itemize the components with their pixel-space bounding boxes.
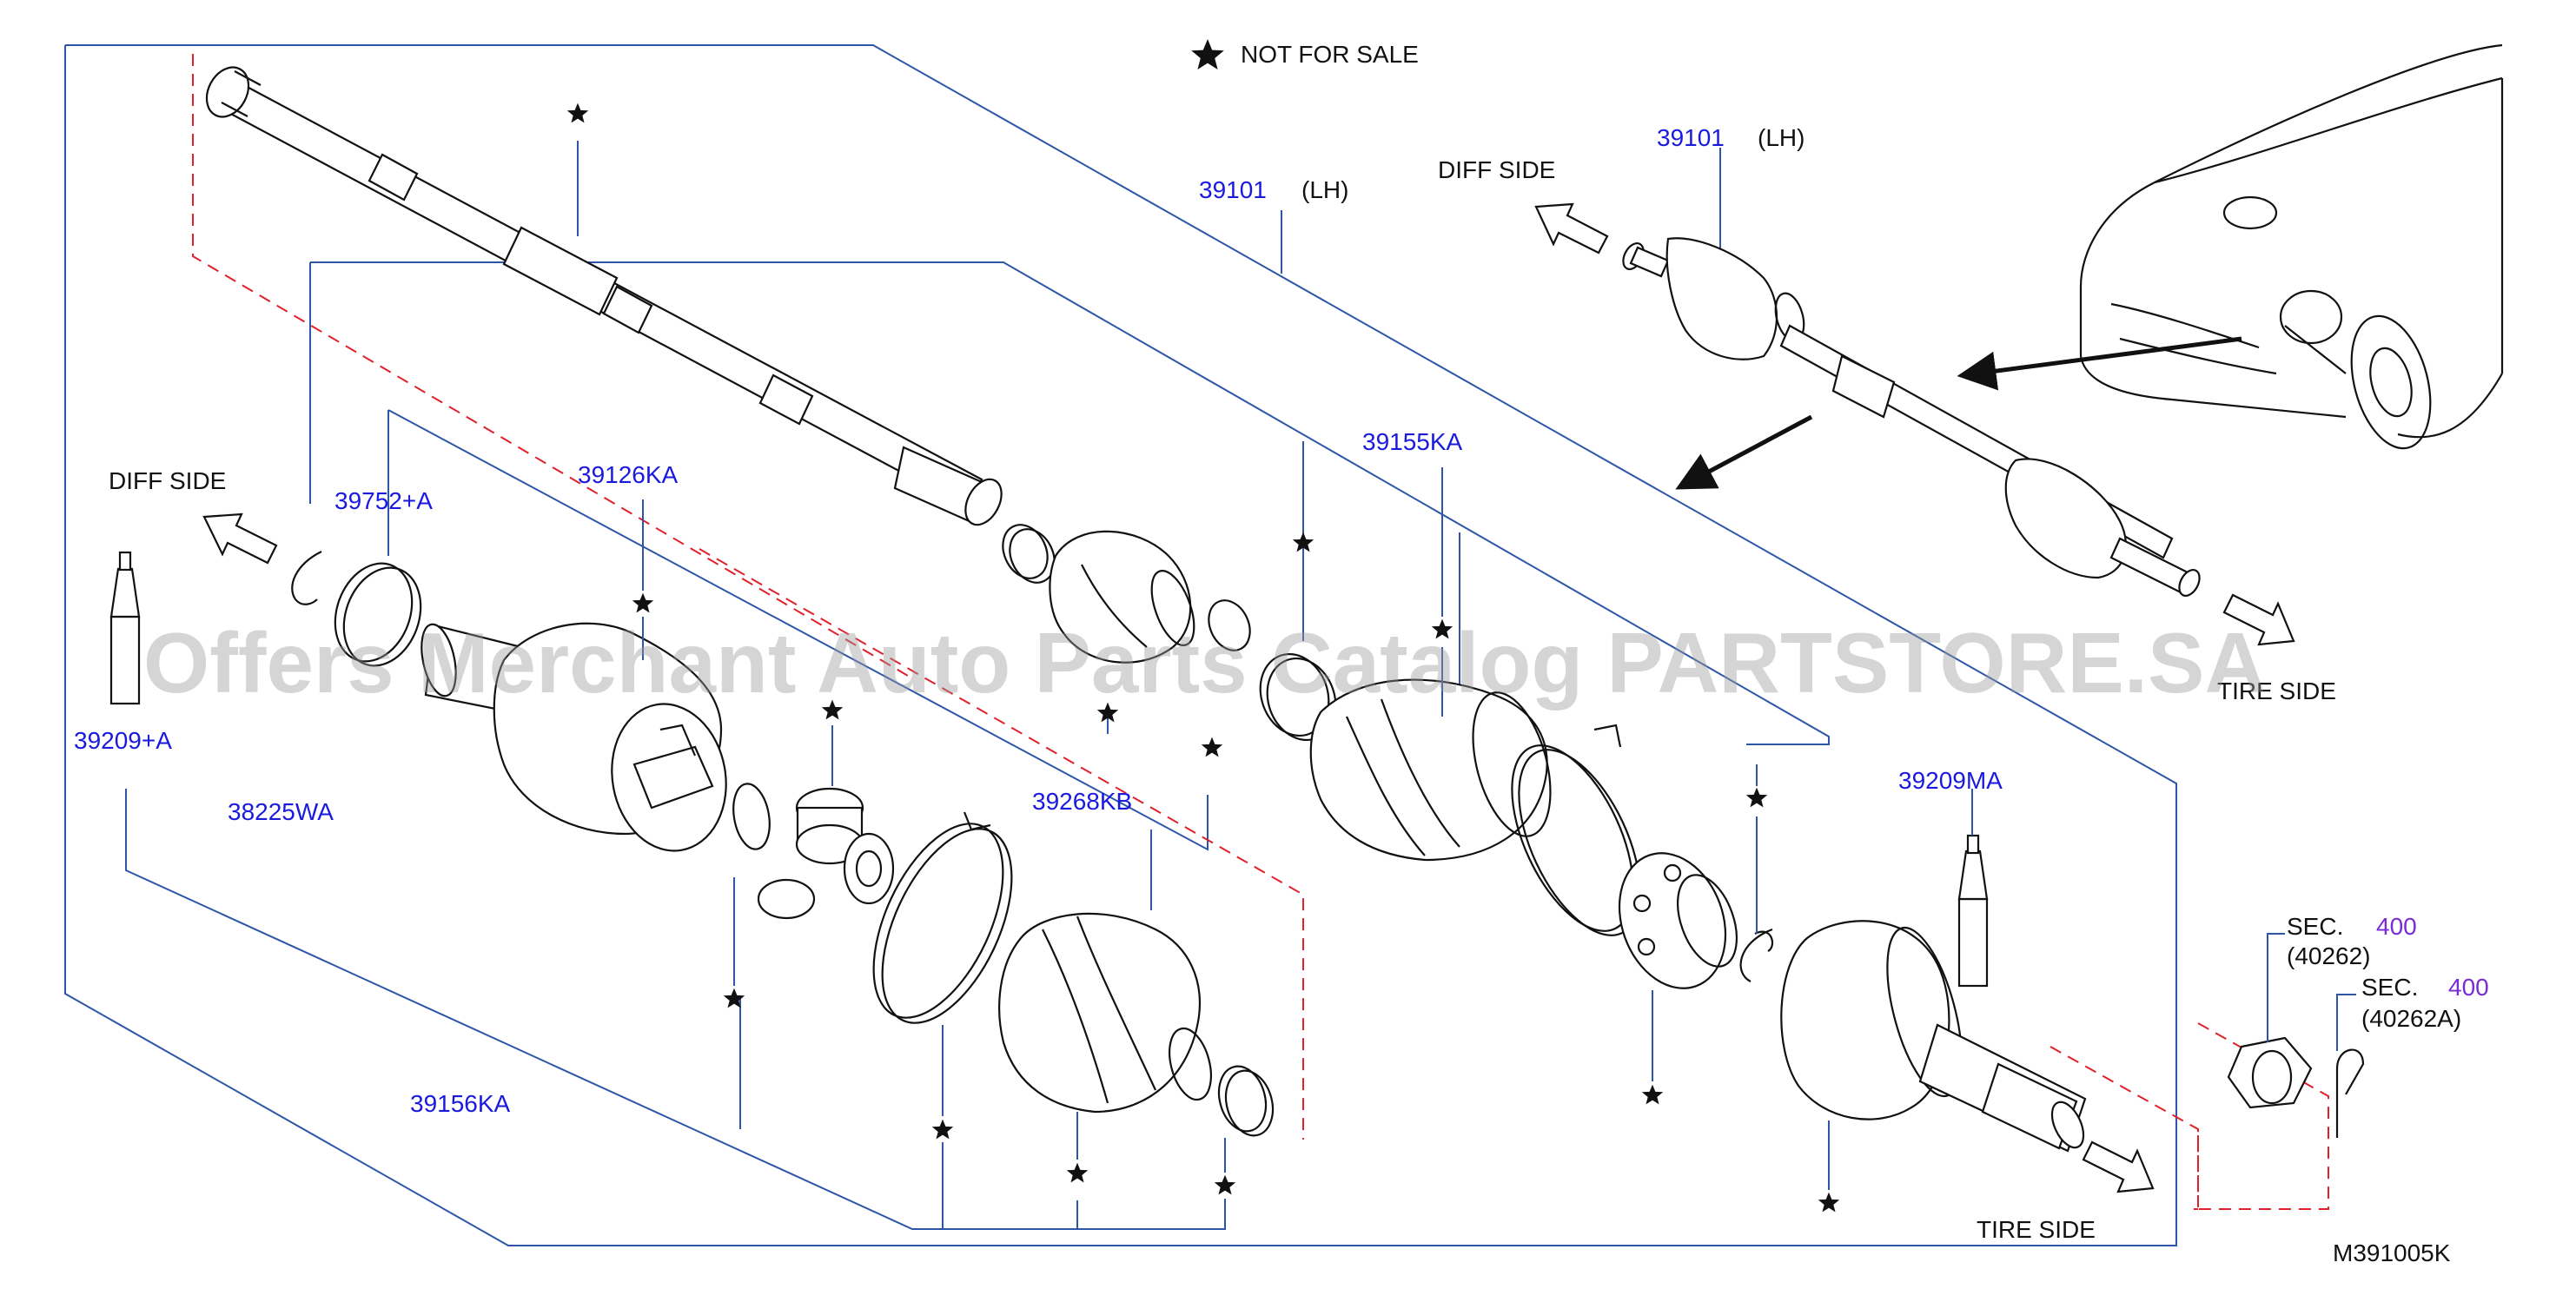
part-labels: 39101 (LH) 39101 (LH) 39752+A 39126KA 39… [74,124,2489,1117]
label-sec2-num: 400 [2448,974,2489,1001]
inner-housing-39126KA [421,622,727,852]
tire-side-arrow-main [2082,1140,2155,1193]
label-sec2-ref: (40262A) [2361,1005,2461,1032]
circlip-inner [732,783,771,850]
label-diff-side-inset: DIFF SIDE [1438,156,1555,183]
snap-ring-38225WA [291,551,322,605]
label-39155KA: 39155KA [1362,428,1463,455]
star-icon [723,988,745,1008]
label-tire-side-inset: TIRE SIDE [2217,678,2336,704]
label-39156KA: 39156KA [410,1090,511,1117]
label-39101-inset: 39101 [1657,124,1725,151]
inner-boot-large [998,912,1212,1114]
small-band-2 [1208,599,1251,651]
large-boot-band [1511,724,1641,936]
star-icon [1745,787,1768,808]
star-icon [1818,1192,1840,1213]
label-39101-inset-suffix: (LH) [1758,124,1805,151]
label-39268KB: 39268KB [1032,788,1132,815]
tire-side-arrow-inset [2222,593,2295,646]
label-sec1-num: 400 [2376,913,2417,940]
small-band-3 [1217,1065,1275,1137]
star-icon [1641,1084,1664,1105]
diff-side-arrow-inset [1534,202,1609,254]
star-icon [931,1119,954,1140]
assembly-frame-39156KA [125,789,1226,1230]
axis-guides [192,54,2329,1210]
legend-text: NOT FOR SALE [1241,41,1419,68]
label-sec1-prefix: SEC. [2287,913,2343,940]
star-icon [632,592,654,613]
leader-lines [387,141,2356,1190]
tripod-joint [757,787,895,920]
side-labels: DIFF SIDE DIFF SIDE TIRE SIDE TIRE SIDE [109,156,2336,1243]
seal-ring-39752 [334,562,422,667]
grease-tube-left [109,551,141,705]
star-icon [1191,39,1224,69]
assembly-frame-39155KA [309,261,1830,834]
label-39752: 39752+A [334,487,433,514]
drive-shaft-bar [205,66,1003,526]
label-sec1-ref: (40262) [2287,942,2371,969]
label-38225WA: 38225WA [228,798,334,825]
grease-tube-right [1957,834,1989,988]
label-tire-side-main: TIRE SIDE [1977,1216,2096,1243]
outer-cv-joint [1780,920,2087,1153]
diagram-code: M391005K [2333,1239,2451,1266]
snap-ring-outer [1739,928,1774,982]
diff-side-arrow-left [202,512,278,565]
small-band-39268KB [1002,524,1056,584]
inset-drive-shaft [1622,237,2242,597]
cotter-pin [2335,1048,2365,1138]
watermark: Offers Merchant Auto Parts Catalog PARTS… [143,615,2266,711]
label-39209A: 39209+A [74,727,172,754]
label-39126KA: 39126KA [578,461,679,488]
boot-band-inner-large [872,811,1013,1024]
star-icon [1214,1174,1236,1195]
ball-cage [1618,852,1738,989]
legend: NOT FOR SALE [1241,41,1419,68]
label-sec2-prefix: SEC. [2361,974,2418,1001]
assembly-frame-39101 [64,44,2177,1246]
label-39209MA: 39209MA [1898,767,2003,794]
hub-nut [2227,1036,2313,1109]
star-icon [1201,737,1223,757]
label-39101-main-suffix: (LH) [1301,176,1348,203]
inset-vehicle [2079,43,2504,450]
label-diff-side-left: DIFF SIDE [109,467,226,494]
star-icon [566,102,589,123]
label-39101-main: 39101 [1199,176,1267,203]
inner-boot-small [1049,530,1195,664]
star-icon [1066,1162,1089,1183]
